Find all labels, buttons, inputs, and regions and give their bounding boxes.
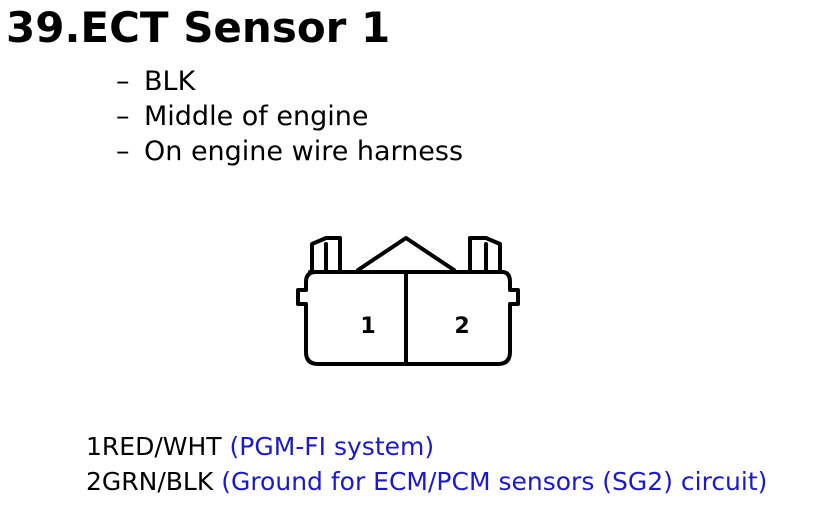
connector-diagram: 1 2 — [296, 236, 520, 366]
bullet-dash: – — [116, 101, 130, 132]
pin-1-label: 1 — [360, 314, 375, 339]
page-title: 39.ECT Sensor 1 — [6, 3, 391, 52]
pin-number: 1 — [86, 432, 102, 461]
pin-description: (Ground for ECM/PCM sensors (SG2) circui… — [221, 467, 768, 496]
sensor-details-list: –BLK –Middle of engine –On engine wire h… — [116, 64, 463, 169]
detail-text: On engine wire harness — [144, 136, 464, 167]
detail-harness: –On engine wire harness — [116, 134, 463, 169]
connector-latch — [356, 236, 456, 272]
detail-text: Middle of engine — [144, 101, 369, 132]
pin-assignment-list: 1RED/WHT (PGM-FI system) 2GRN/BLK (Groun… — [86, 429, 767, 499]
bullet-dash: – — [116, 136, 130, 167]
connector-right-tab — [468, 236, 502, 274]
pin-description: (PGM-FI system) — [229, 432, 435, 461]
pin-wire-color: RED/WHT — [101, 432, 222, 461]
detail-text: BLK — [144, 66, 196, 97]
pin-row: 1RED/WHT (PGM-FI system) — [86, 429, 767, 464]
bullet-dash: – — [116, 66, 130, 97]
pin-2-label: 2 — [454, 314, 469, 339]
detail-connector-color: –BLK — [116, 64, 463, 99]
connector-left-tab — [310, 236, 342, 274]
detail-location: –Middle of engine — [116, 99, 463, 134]
pin-wire-color: GRN/BLK — [101, 467, 214, 496]
pin-number: 2 — [86, 467, 102, 496]
pin-row: 2GRN/BLK (Ground for ECM/PCM sensors (SG… — [86, 464, 767, 499]
